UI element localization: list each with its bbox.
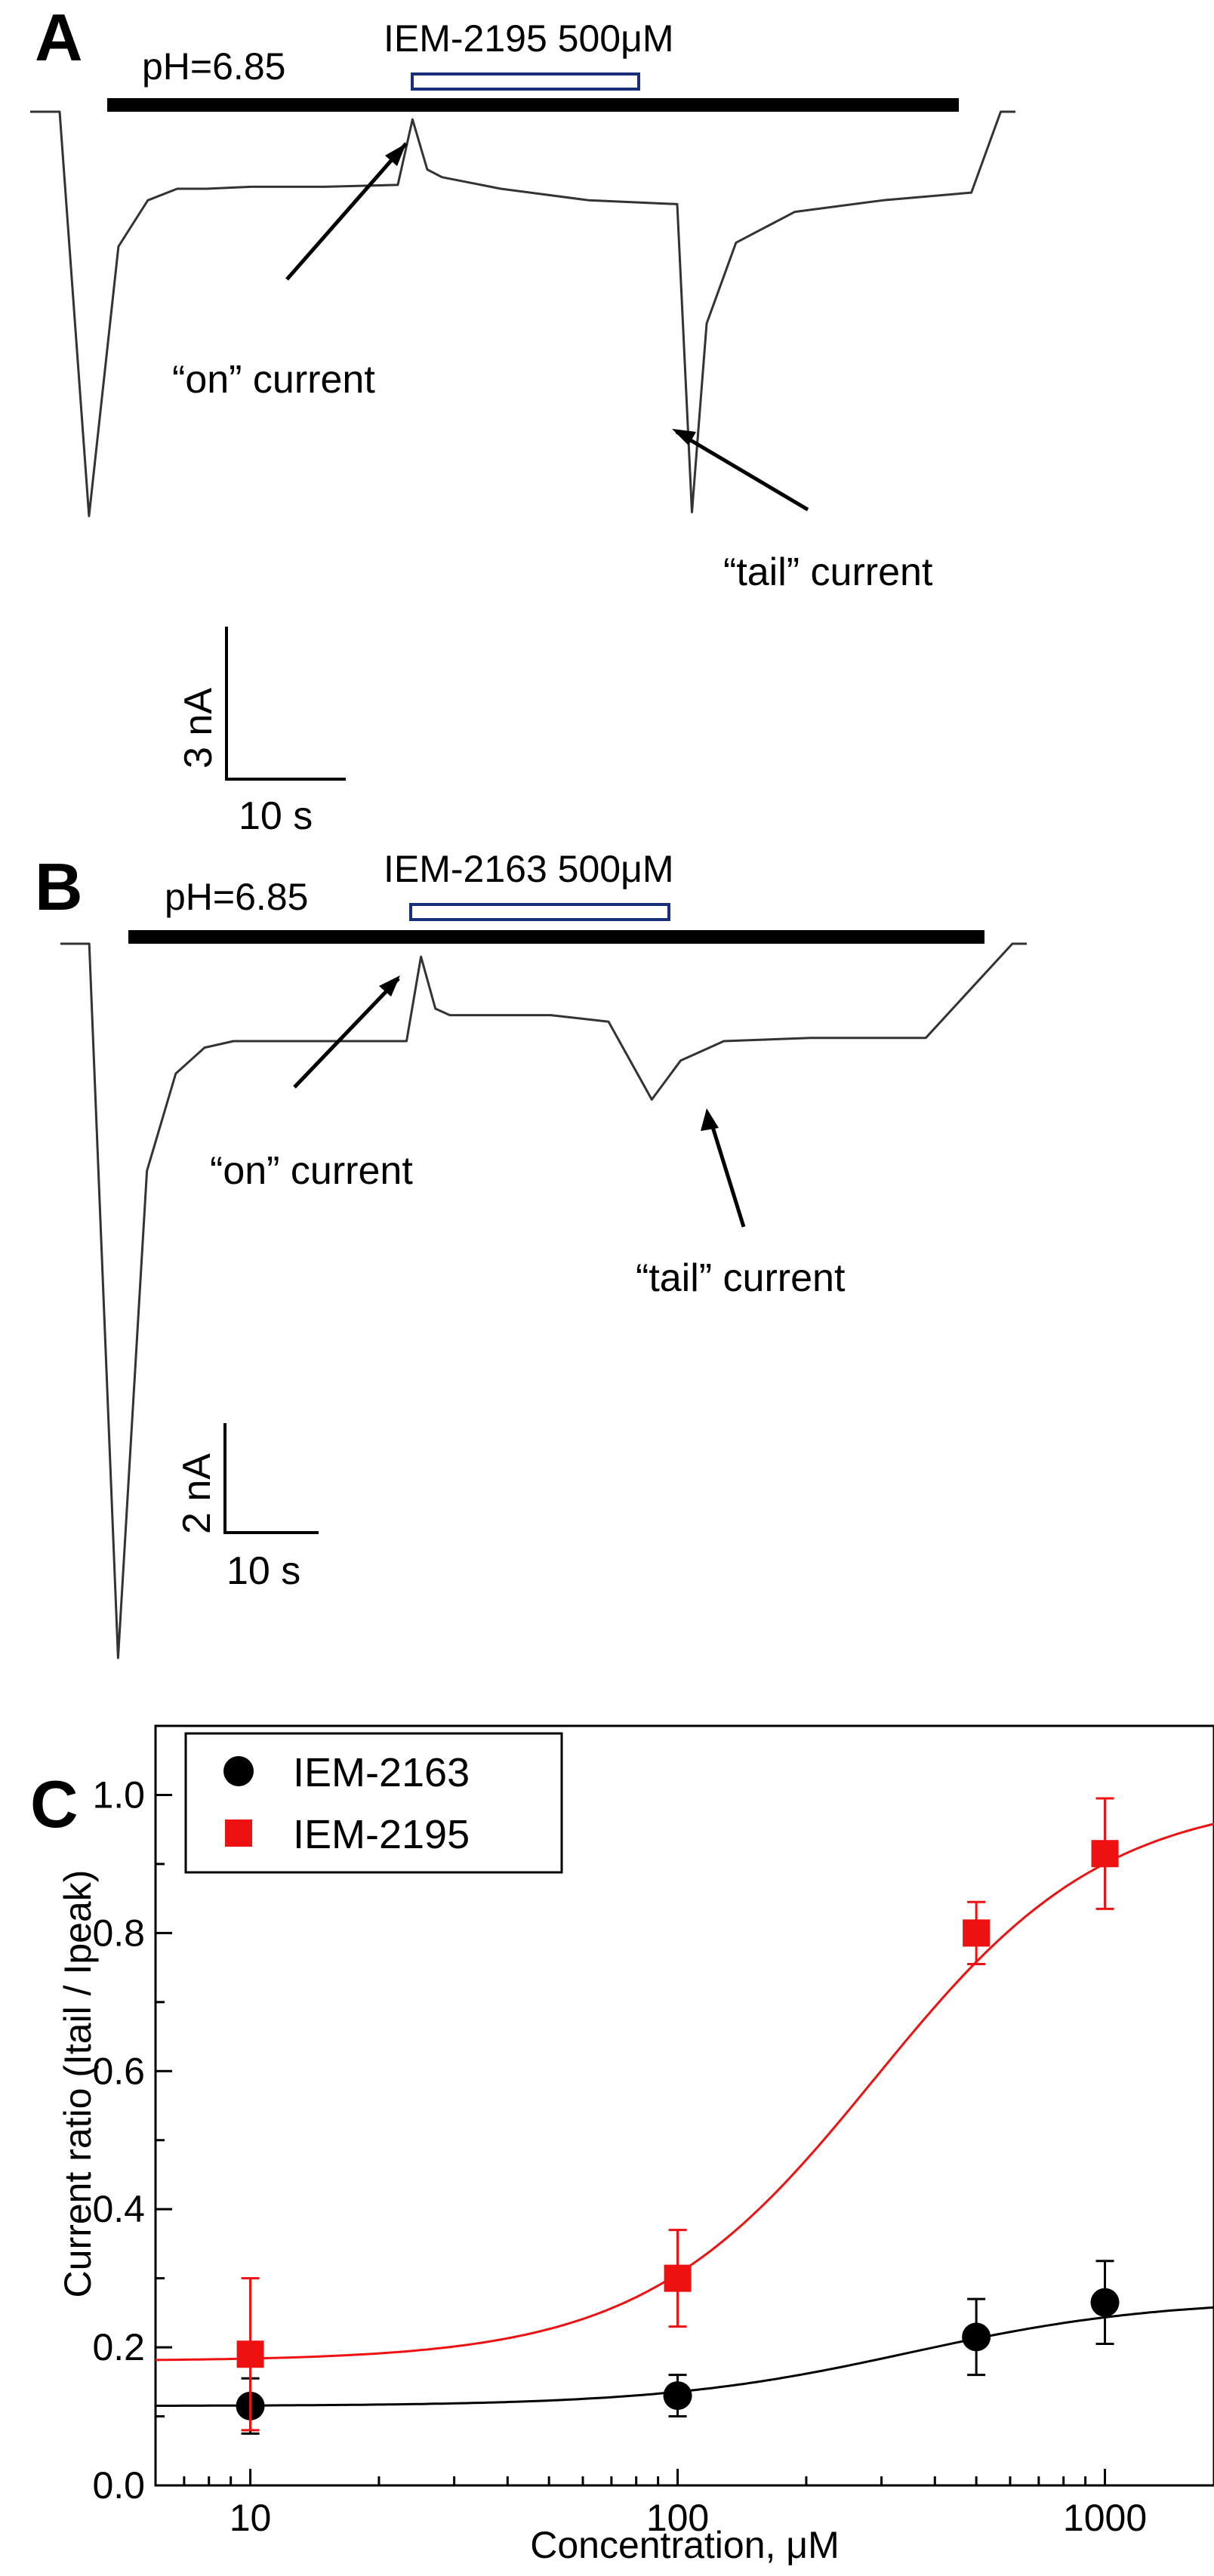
legend-marker-iem-2195 [225,1820,252,1847]
data-point-iem-2163 [1090,2288,1120,2317]
panel-c-y-axis-label: Current ratio (Itail / Ipeak) [57,1870,99,2298]
panel-a-tail-arrowhead [672,429,696,445]
panel-b-letter: B [35,849,83,924]
data-point-iem-2195 [664,2264,692,2292]
panel-a-tail-label: “tail” current [723,550,933,594]
panel-b-ph-label: pH=6.85 [165,876,308,918]
panel-c-fit-curves [155,1823,1214,2407]
panel-b-drug-bar [409,903,670,921]
panel-a-letter: A [35,0,83,75]
panel-b-on-label: “on” current [210,1149,413,1193]
panel-a: A pH=6.85 IEM-2195 500μM “on” current “t… [30,0,1015,838]
panel-a-on-arrowhead [385,143,406,166]
x-tick-label: 100 [646,2497,709,2539]
panel-c-ticks: 0.0 0.2 0.4 0.6 0.8 1.0 10 100 1000 [92,1724,1147,2539]
panel-c-x-axis-label: Concentration, μM [530,2524,840,2566]
panel-c-plot: 0.0 0.2 0.4 0.6 0.8 1.0 10 100 1000 [92,1724,1214,2539]
panel-b: B pH=6.85 IEM-2163 500μM “on” current “t… [35,848,1027,1659]
data-point-iem-2195 [1091,1840,1119,1868]
panel-c-data-points [236,1797,1120,2435]
data-point-iem-2195 [963,1919,991,1947]
panel-b-tail-arrowhead [701,1108,719,1131]
legend-label-iem-2195: IEM-2195 [293,1812,470,1857]
data-point-iem-2163 [962,2322,991,2352]
panel-a-drug-bar [411,72,640,91]
panel-a-ph-bar [107,98,959,112]
panel-a-ph-label: pH=6.85 [142,45,285,88]
panel-b-scale-x-label: 10 s [226,1549,300,1593]
legend-marker-iem-2163 [223,1756,254,1786]
panel-a-on-arrow [285,142,408,281]
y-tick-label: 0.6 [92,2050,145,2092]
legend-label-iem-2163: IEM-2163 [293,1750,470,1795]
panel-b-scale-y-label: 2 nA [175,1453,219,1534]
y-tick-label: 0.8 [92,1912,145,1954]
legend-box [184,1732,563,1874]
panel-c-letter: C [30,1767,79,1841]
panel-a-tail-arrow [675,430,809,512]
panel-b-current-trace [60,942,1027,1659]
panel-c: 0.0 0.2 0.4 0.6 0.8 1.0 10 100 1000 C Current ra… [30,1724,1214,2566]
data-point-iem-2195 [236,2340,264,2368]
data-point-iem-2163 [663,2381,692,2411]
panel-b-tail-arrow [707,1117,746,1228]
panel-c-legend: IEM-2163 IEM-2195 [184,1732,563,1874]
panel-a-current-trace [30,110,1015,517]
panel-b-drug-label: IEM-2163 500μM [384,848,674,890]
y-tick-label: 0.2 [92,2326,145,2368]
x-tick-label: 1000 [1063,2497,1147,2539]
panel-a-scale-y-label: 3 nA [177,688,220,769]
panel-b-ph-bar [128,930,984,944]
panel-b-on-arrowhead [379,975,400,997]
panel-a-on-label: “on” current [172,358,375,402]
panel-b-on-arrow [293,977,400,1089]
y-tick-label: 0.0 [92,2464,145,2507]
x-tick-label: 10 [230,2497,272,2539]
y-tick-label: 0.4 [92,2188,145,2230]
y-tick-label: 1.0 [92,1773,145,1816]
panel-a-scale-x-label: 10 s [239,794,313,838]
panel-a-drug-label: IEM-2195 500μM [384,17,674,60]
panel-c-axes-frame [154,1724,1214,2487]
panel-b-tail-label: “tail” current [636,1256,846,1300]
